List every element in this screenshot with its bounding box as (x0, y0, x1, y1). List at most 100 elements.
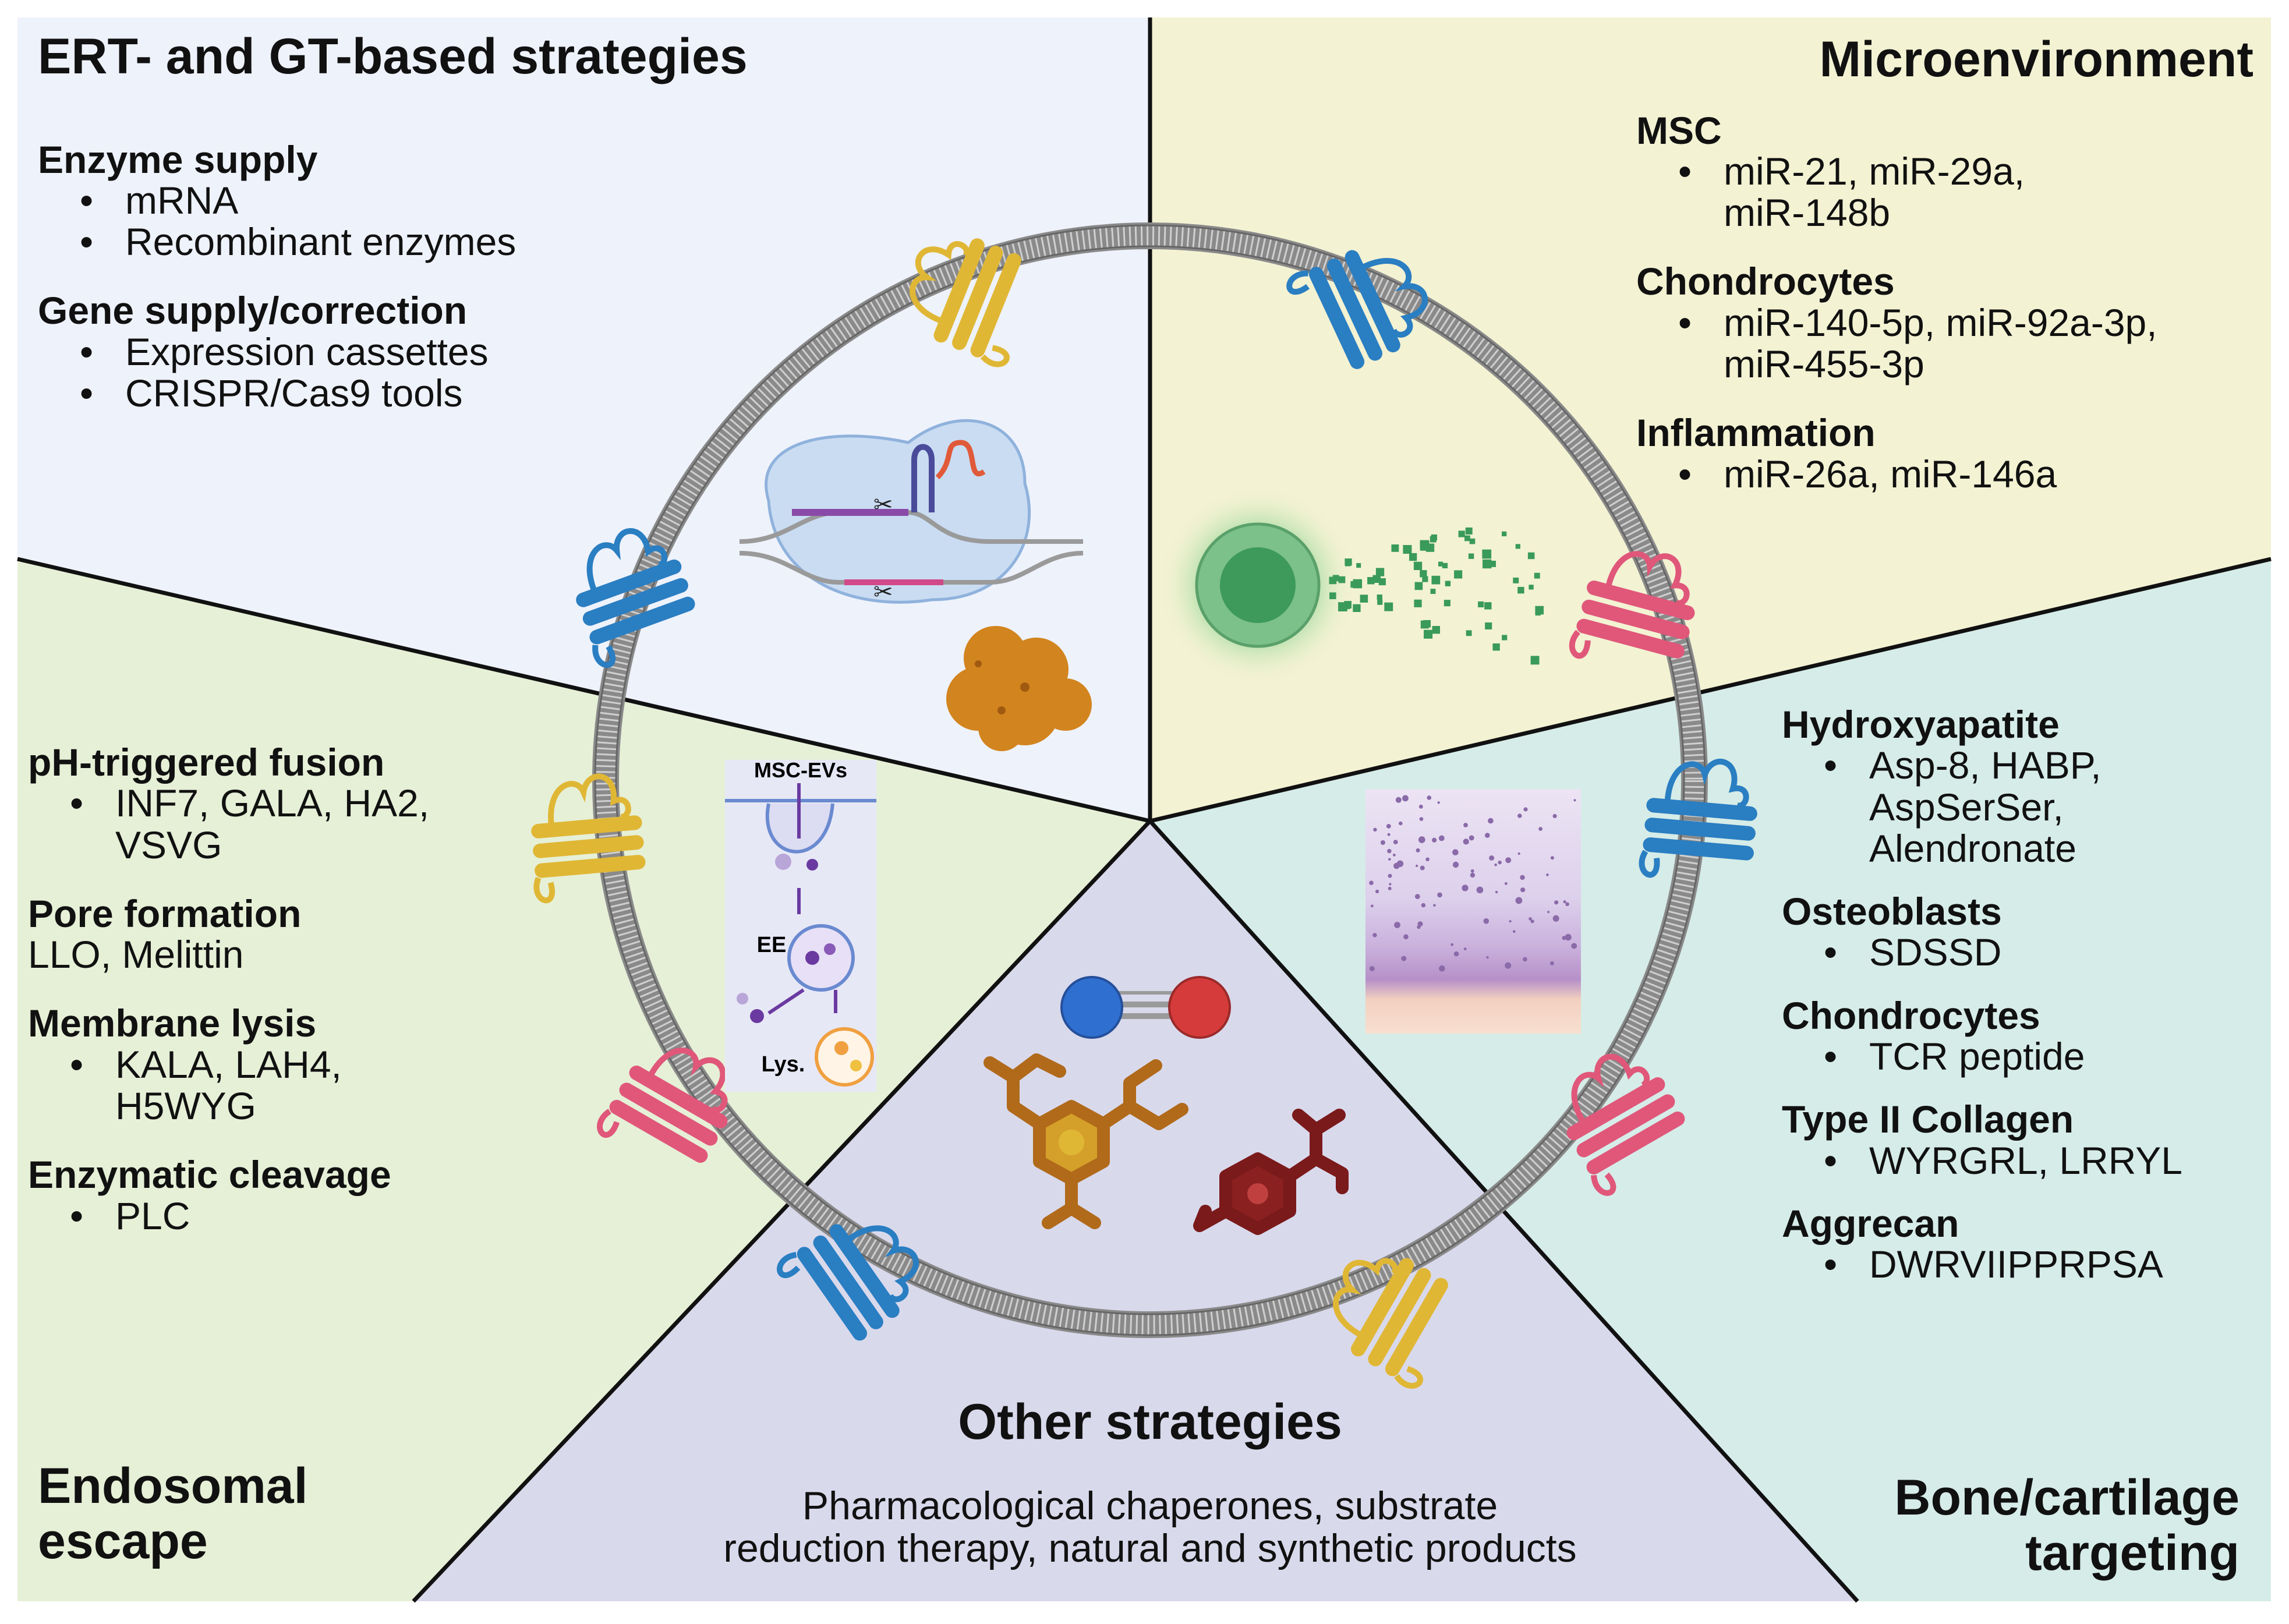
histology-cell (1538, 827, 1543, 831)
mirna-particle (1502, 635, 1508, 641)
membrane-lysis-heading: Membrane lysis (28, 1002, 317, 1045)
histology-cell (1529, 917, 1532, 921)
mirna-particle (1469, 538, 1476, 544)
histology-cell (1387, 833, 1391, 836)
mirna-particle (1464, 535, 1470, 542)
mirna-particle (1535, 610, 1541, 616)
mirna-particle (1391, 544, 1399, 552)
histology-cell (1387, 848, 1392, 854)
mirna-particle (1403, 545, 1412, 554)
histology-cell (1419, 817, 1424, 821)
histology-cell (1517, 852, 1520, 855)
mirna-particle (1515, 544, 1520, 549)
mirna-particle (1409, 553, 1417, 561)
histology-cell (1375, 889, 1379, 894)
microenvironment-panel-title: Microenvironment (1819, 31, 2253, 87)
mirna-particle (1329, 576, 1337, 585)
mirna-particle (1377, 595, 1382, 600)
histology-cell (1437, 892, 1442, 898)
ev-uptake-inset: MSC-EVs EE Lys. (725, 758, 876, 1092)
cartilage-histology-icon (1365, 789, 1581, 1034)
histology-cell (1552, 915, 1559, 922)
list-item: CRISPR/Cas9 tools (80, 372, 911, 414)
mirna-particle (1466, 630, 1472, 636)
ph-fusion-list: INF7, GALA, HA2, VSVG (28, 783, 552, 866)
histology-cell (1386, 824, 1391, 829)
list-item: miR-21, miR-29a, miR-148b (1678, 150, 2253, 234)
gene-supply-heading: Gene supply/correction (38, 289, 468, 332)
histology-cell (1393, 840, 1398, 844)
enzyme-supply-heading: Enzyme supply (38, 137, 318, 181)
histology-cell (1571, 943, 1577, 949)
mirna-particle (1454, 570, 1463, 579)
histology-cell (1513, 930, 1516, 933)
svg-text:✂: ✂ (873, 492, 893, 518)
bone-chondrocytes-list: TCR peptide (1782, 1035, 2271, 1077)
histology-cell (1438, 835, 1445, 841)
mirna-particle (1492, 643, 1500, 651)
list-item: miR-26a, miR-146a (1678, 453, 2253, 495)
histology-cell (1463, 823, 1468, 827)
pore-formation-text: LLO, Melittin (28, 933, 244, 976)
list-item: TCR peptide (1824, 1035, 2271, 1077)
list-item: Recombinant enzymes (80, 221, 911, 263)
mirna-particle (1465, 527, 1473, 535)
mirna-particle (1432, 626, 1440, 634)
bone-panel: Hydroxyapatite Asp-8, HABP, AspSerSer, A… (1782, 704, 2271, 1307)
histology-cell (1550, 856, 1554, 860)
other-panel-desc: Pharmacological chaperones, substrate re… (723, 1484, 1577, 1571)
histology-cell (1452, 849, 1459, 855)
mirna-particle (1530, 656, 1540, 665)
list-item: DWRVIIPPRPSA (1824, 1243, 2271, 1285)
mirna-particle (1513, 577, 1519, 583)
histology-cell (1399, 821, 1403, 826)
histology-cell (1393, 854, 1396, 857)
histology-cell (1421, 903, 1426, 908)
mirna-particle (1344, 603, 1350, 610)
histology-cell (1463, 947, 1467, 951)
histology-cell (1394, 922, 1400, 928)
mirna-particle (1444, 600, 1450, 607)
osteoblasts-list: SDSSD (1782, 932, 2271, 974)
histology-cell (1388, 873, 1392, 878)
histology-cell (1563, 900, 1566, 904)
histology-cell (1380, 840, 1385, 845)
histology-cell (1504, 882, 1508, 885)
histology-cell (1505, 962, 1512, 969)
histology-cell (1453, 951, 1459, 957)
svg-text:✂: ✂ (873, 579, 893, 605)
mirna-particle (1482, 549, 1492, 559)
histology-cell (1470, 869, 1474, 873)
enzyme-supply-list: mRNA Recombinant enzymes (38, 179, 911, 263)
histology-cell (1388, 858, 1391, 861)
inflammation-list: miR-26a, miR-146a (1636, 453, 2253, 495)
mirna-particle (1529, 585, 1534, 590)
histology-cell (1495, 890, 1498, 894)
ph-fusion-heading: pH-triggered fusion (28, 741, 385, 784)
mirna-particle (1517, 586, 1524, 594)
mirna-particle (1375, 568, 1385, 576)
mirna-particle (1356, 563, 1361, 568)
histology-cell (1389, 883, 1392, 886)
ert-panel-title: ERT- and GT-based strategies (38, 29, 748, 84)
histology-cell (1547, 911, 1550, 914)
histology-cell (1369, 880, 1374, 885)
histology-cell (1520, 875, 1525, 880)
mirna-particle (1384, 602, 1393, 611)
mirna-particle (1485, 622, 1492, 629)
mirna-particle (1420, 620, 1429, 629)
list-item: Expression cassettes (80, 331, 911, 373)
mirna-particle (1420, 570, 1427, 578)
other-panel-title: Other strategies (958, 1394, 1342, 1450)
mirna-particle (1353, 604, 1361, 612)
aggrecan-list: DWRVIIPPRPSA (1782, 1243, 2271, 1285)
mirna-particle (1430, 589, 1436, 594)
list-item: PLC (70, 1195, 552, 1237)
mirna-particle (1484, 602, 1492, 610)
collagen-list: WYRGRL, LRRYL (1782, 1140, 2271, 1181)
histology-cell (1462, 884, 1469, 891)
histology-cell (1515, 897, 1523, 904)
histology-cell (1418, 804, 1423, 809)
endosomal-panel: pH-triggered fusion INF7, GALA, HA2, VSV… (28, 742, 552, 1265)
chondrocytes-heading: Chondrocytes (1636, 260, 1895, 303)
